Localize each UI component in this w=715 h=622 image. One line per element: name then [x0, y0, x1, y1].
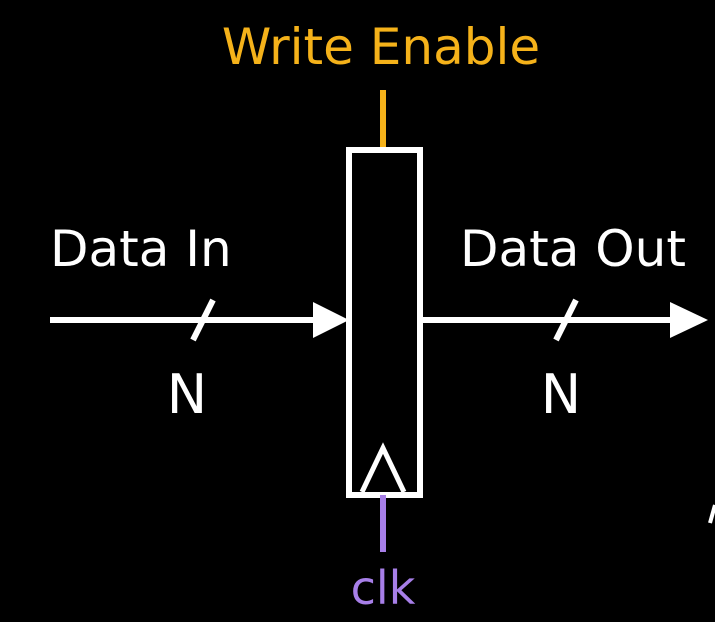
clock-edge-triangle-icon [359, 442, 407, 494]
data-in-bus-slash [190, 298, 216, 342]
data-out-arrowhead [670, 302, 708, 338]
data-in-label: Data In [50, 220, 232, 278]
data-out-bus-width: N [541, 363, 581, 426]
data-out-label: Data Out [460, 220, 686, 278]
data-in-arrowhead [313, 302, 349, 338]
data-out-bus-slash [553, 298, 579, 342]
register-box [346, 147, 423, 498]
write-enable-label: Write Enable [222, 18, 540, 76]
cropped-glyph-fragment [708, 504, 715, 524]
data-in-bus-width: N [167, 363, 207, 426]
clock-label: clk [351, 561, 416, 615]
